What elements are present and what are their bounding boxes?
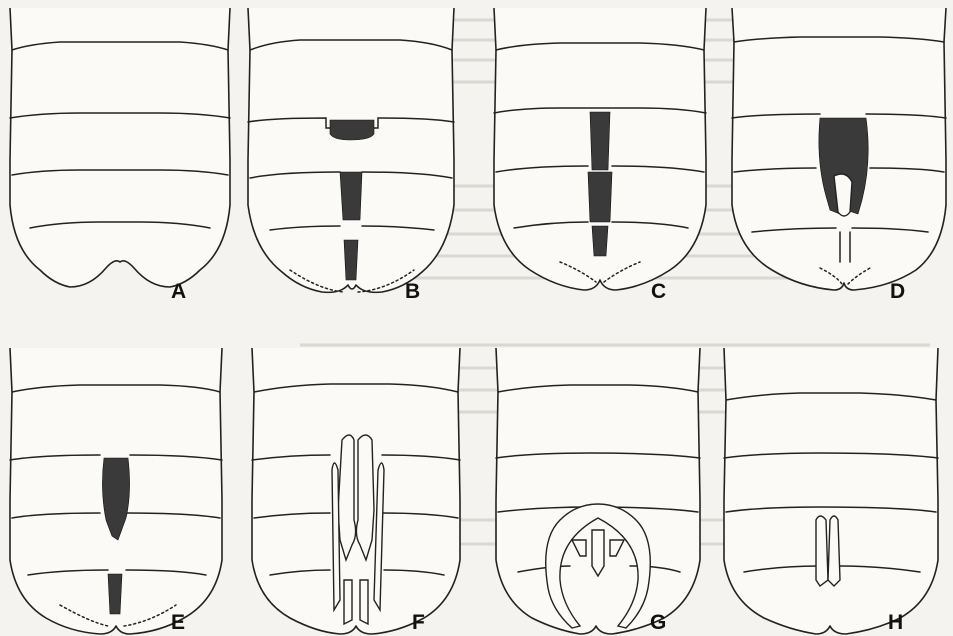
panel-label-b: B [405, 281, 420, 302]
panel-d-drawing [732, 8, 946, 290]
panel-label-e: E [171, 612, 185, 633]
panel-h-drawing [724, 348, 938, 634]
panel-f-drawing [252, 348, 460, 634]
panel-label-f: F [412, 612, 425, 633]
panel-a-drawing [10, 8, 230, 287]
panel-label-a: A [171, 281, 186, 302]
panel-label-d: D [890, 281, 905, 302]
panel-e-drawing [10, 348, 222, 634]
panel-label-h: H [888, 612, 903, 633]
panel-label-c: C [651, 281, 666, 302]
panel-label-g: G [650, 612, 666, 633]
panel-c-drawing [494, 8, 706, 290]
panel-g-drawing [496, 348, 700, 634]
panel-b-drawing [248, 8, 454, 292]
